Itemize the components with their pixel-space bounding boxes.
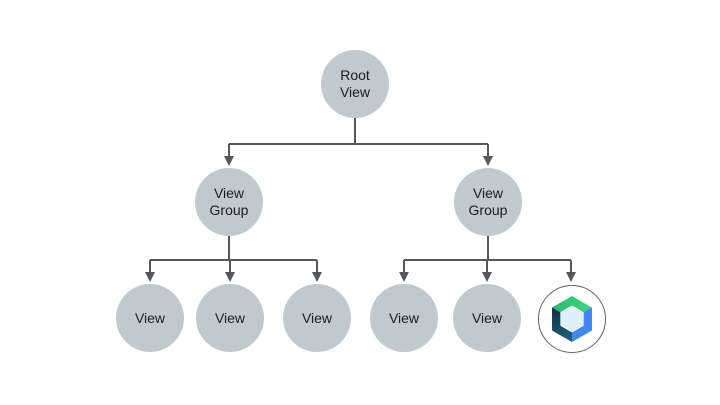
compose-logo-right-face	[572, 307, 592, 343]
node-label: View	[134, 309, 166, 326]
node-label: View	[301, 309, 333, 326]
compose-logo-top-face	[552, 295, 592, 313]
node-view-1: View	[116, 284, 184, 352]
node-view-5: View	[453, 284, 521, 352]
connector-root-to-groups	[224, 118, 493, 166]
connector-left-group-to-views	[145, 236, 322, 282]
node-label: View	[471, 309, 503, 326]
node-label: View	[472, 185, 504, 201]
jetpack-compose-logo-icon	[552, 295, 592, 343]
arrowhead	[566, 272, 576, 282]
arrowhead	[483, 156, 493, 166]
arrowhead	[399, 272, 409, 282]
node-view-group-left: View Group	[195, 168, 263, 236]
node-compose-leaf	[538, 285, 606, 353]
arrowhead	[482, 272, 492, 282]
node-label: View	[214, 309, 246, 326]
compose-logo-left-face	[552, 307, 572, 343]
node-label: Group	[468, 202, 508, 218]
node-view-3: View	[283, 284, 351, 352]
arrowhead	[312, 272, 322, 282]
connector-right-group-to-views	[399, 236, 576, 282]
node-label: View	[213, 185, 245, 201]
node-label: View	[388, 309, 420, 326]
arrowhead	[224, 156, 234, 166]
node-root-view: Root View	[321, 50, 389, 118]
node-label: View	[339, 84, 371, 100]
compose-logo-core-hexagon	[561, 306, 583, 332]
node-label: Root	[340, 67, 370, 83]
arrowhead	[225, 272, 235, 282]
node-view-2: View	[196, 284, 264, 352]
node-label: Group	[209, 202, 249, 218]
node-view-4: View	[370, 284, 438, 352]
arrowhead	[145, 272, 155, 282]
node-view-group-right: View Group	[454, 168, 522, 236]
